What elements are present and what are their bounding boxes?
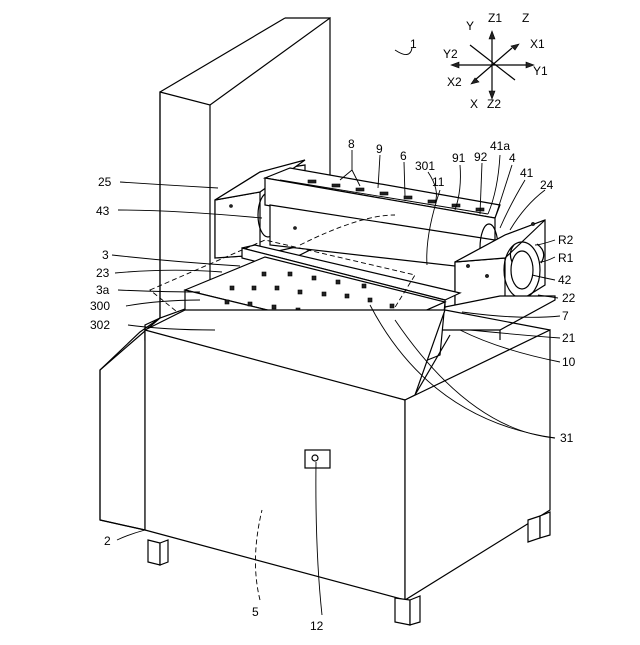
label-12: 12 bbox=[310, 619, 324, 633]
label-axis-y: Y bbox=[466, 19, 474, 33]
label-22: 22 bbox=[562, 291, 576, 305]
label-10: 10 bbox=[562, 355, 576, 369]
label-302: 302 bbox=[90, 318, 110, 332]
label-4: 4 bbox=[509, 151, 516, 165]
label-axis-x: X bbox=[470, 97, 478, 111]
label-axis-y2: Y2 bbox=[443, 47, 458, 61]
label-300: 300 bbox=[90, 299, 110, 313]
label-91: 91 bbox=[452, 151, 466, 165]
label-2: 2 bbox=[104, 534, 111, 548]
label-3: 3 bbox=[102, 248, 109, 262]
label-axis-y1: Y1 bbox=[533, 64, 548, 78]
axis-indicator bbox=[451, 31, 534, 99]
label-42: 42 bbox=[558, 273, 572, 287]
label-21: 21 bbox=[562, 331, 576, 345]
main-cabinet bbox=[145, 310, 550, 600]
label-9: 9 bbox=[376, 142, 383, 156]
label-axis-z2: Z2 bbox=[487, 97, 501, 111]
label-7: 7 bbox=[562, 309, 569, 323]
label-axis-z1: Z1 bbox=[488, 11, 502, 25]
label-3a: 3a bbox=[96, 283, 110, 297]
label-41a: 41a bbox=[490, 139, 510, 153]
label-11: 11 bbox=[432, 175, 445, 189]
label-5: 5 bbox=[252, 605, 259, 619]
label-31: 31 bbox=[560, 431, 574, 445]
label-8: 8 bbox=[348, 137, 355, 151]
lower-platform bbox=[430, 296, 555, 340]
label-axis-z: Z bbox=[522, 11, 529, 25]
label-24: 24 bbox=[540, 178, 554, 192]
label-43: 43 bbox=[96, 204, 110, 218]
label-axis-x1: X1 bbox=[530, 37, 545, 51]
label-301: 301 bbox=[415, 159, 435, 173]
label-41: 41 bbox=[520, 166, 534, 180]
label-92: 92 bbox=[474, 150, 488, 164]
label-23: 23 bbox=[96, 266, 110, 280]
label-R1: R1 bbox=[558, 251, 574, 265]
label-6: 6 bbox=[400, 149, 407, 163]
label-fig-1: 1 bbox=[410, 37, 417, 51]
label-R2: R2 bbox=[558, 233, 574, 247]
label-25: 25 bbox=[98, 175, 112, 189]
label-axis-x2: X2 bbox=[447, 75, 462, 89]
